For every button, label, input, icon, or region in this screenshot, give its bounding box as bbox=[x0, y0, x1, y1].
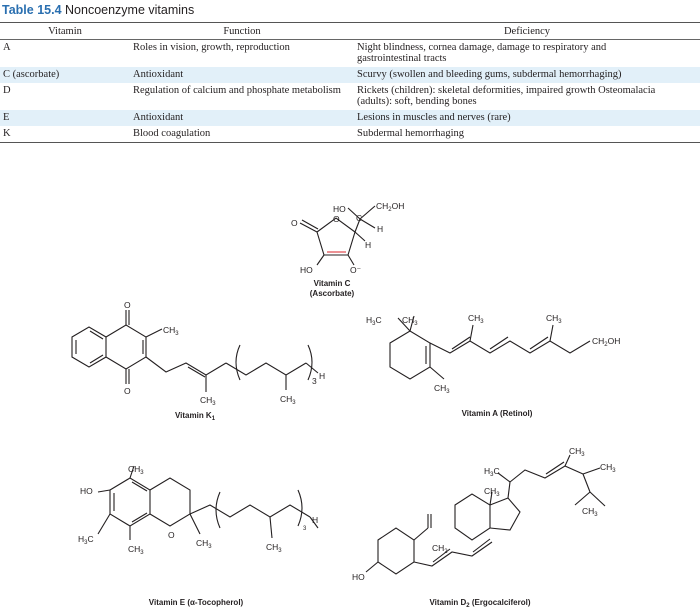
table-row: K Blood coagulation Subdermal hemorrhagi… bbox=[0, 126, 700, 143]
cell-function: Antioxidant bbox=[130, 110, 354, 126]
table-row: A Roles in vision, growth, reproduction … bbox=[0, 40, 700, 68]
cell-deficiency: Scurvy (swollen and bleeding gums, subde… bbox=[354, 67, 700, 83]
cell-vitamin: C (ascorbate) bbox=[0, 67, 130, 83]
vc-ch2oh: CH2OH bbox=[376, 201, 404, 213]
vc-ho-bottom: HO bbox=[300, 265, 313, 275]
va-h3c: H3C bbox=[366, 315, 382, 327]
vk-o-top: O bbox=[124, 300, 131, 310]
vitamin-k1-label: Vitamin K1 bbox=[175, 411, 216, 422]
vd-ch3-b: CH3 bbox=[600, 462, 616, 474]
vc-o-carbonyl: O bbox=[291, 218, 298, 228]
va-ch3-d: CH3 bbox=[546, 313, 562, 325]
ve-ho: HO bbox=[80, 486, 93, 496]
cell-function: Regulation of calcium and phosphate meta… bbox=[133, 85, 341, 96]
cell-deficiency: Subdermal hemorrhaging bbox=[354, 126, 700, 143]
vc-o-ring: O bbox=[333, 214, 340, 224]
vitamin-e-label: Vitamin E (α-Tocopherol) bbox=[149, 598, 244, 607]
vd-ch3-a: CH3 bbox=[569, 446, 585, 458]
vitamin-c-alt-label: (Ascorbate) bbox=[310, 289, 355, 298]
vk-ch3-2: CH3 bbox=[200, 395, 216, 407]
vitamin-k1-structure: O O CH3 CH3 CH3 3 H Vitamin K1 bbox=[71, 300, 325, 422]
vk-ch3-3: CH3 bbox=[280, 394, 296, 406]
vitamin-d2-label: Vitamin D2 (Ergocalciferol) bbox=[429, 598, 530, 609]
va-ch3-a: CH3 bbox=[402, 315, 418, 327]
table-row: E Antioxidant Lesions in muscles and ner… bbox=[0, 110, 700, 126]
vitamin-c-label: Vitamin C bbox=[314, 279, 351, 288]
cell-function: Roles in vision, growth, reproduction bbox=[133, 42, 290, 53]
vitamin-a-structure: H3C CH3 CH3 CH3 CH3 CH2OH Vitamin A (Ret… bbox=[366, 313, 620, 418]
ve-h: H bbox=[312, 515, 318, 525]
vc-ho-top: HO bbox=[333, 204, 346, 214]
vd-ch3-ring: CH3 bbox=[484, 486, 500, 498]
ve-ch3-c2: CH3 bbox=[196, 538, 212, 550]
ve-ch3-top: CH3 bbox=[128, 464, 144, 476]
vc-o-minus: O⁻ bbox=[350, 265, 361, 275]
vk-ch3: CH3 bbox=[163, 325, 179, 337]
ve-ch3-bottom: CH3 bbox=[128, 544, 144, 556]
header-deficiency: Deficiency bbox=[354, 22, 700, 40]
cell-vitamin: D bbox=[3, 85, 11, 96]
vitamin-c-structure: HO CH2OH C H H O O HO O⁻ Vitamin C (Asco… bbox=[291, 201, 404, 298]
cell-function: Blood coagulation bbox=[130, 126, 354, 143]
vk-subscript: 3 bbox=[312, 376, 317, 386]
vd-ch3-c: CH3 bbox=[582, 506, 598, 518]
va-ch3-c: CH3 bbox=[468, 313, 484, 325]
vc-h1: H bbox=[377, 224, 383, 234]
va-ch3-b: CH3 bbox=[434, 383, 450, 395]
vitamin-e-structure: CH3 HO H3C CH3 O CH3 CH3 3 H Vitamin E (… bbox=[78, 464, 319, 607]
header-vitamin: Vitamin bbox=[0, 22, 130, 40]
vitamin-a-label: Vitamin A (Retinol) bbox=[462, 409, 533, 418]
cell-function: Antioxidant bbox=[130, 67, 354, 83]
table-row: D Regulation of calcium and phosphate me… bbox=[0, 83, 700, 110]
cell-vitamin: E bbox=[0, 110, 130, 126]
vd-ho: HO bbox=[352, 572, 365, 582]
vc-c: C bbox=[356, 213, 362, 223]
cell-deficiency: Lesions in muscles and nerves (rare) bbox=[354, 110, 700, 126]
cell-deficiency: Rickets (children): skeletal deformities… bbox=[357, 85, 656, 107]
table-title: Table 15.4 Noncoenzyme vitamins bbox=[2, 3, 194, 17]
vitamin-d2-structure: HO CH2 CH3 H3C CH3 CH3 CH3 Vitamin D2 (E… bbox=[352, 446, 616, 609]
vd-ch2: CH2 bbox=[432, 543, 448, 555]
vc-h2: H bbox=[365, 240, 371, 250]
table-header-row: Vitamin Function Deficiency bbox=[0, 22, 700, 40]
header-function: Function bbox=[130, 22, 354, 40]
ve-subscript: 3 bbox=[303, 526, 307, 532]
ve-h3c: H3C bbox=[78, 534, 94, 546]
table-number: Table 15.4 bbox=[2, 3, 62, 17]
cell-vitamin: K bbox=[0, 126, 130, 143]
ve-o: O bbox=[168, 530, 175, 540]
vd-h3c: H3C bbox=[484, 466, 500, 478]
cell-deficiency: Night blindness, cornea damage, damage t… bbox=[357, 42, 607, 64]
vk-o-bottom: O bbox=[124, 386, 131, 396]
cell-vitamin: A bbox=[3, 42, 11, 53]
table-caption: Noncoenzyme vitamins bbox=[65, 3, 195, 17]
vk-h: H bbox=[319, 371, 325, 381]
va-ch2oh: CH2OH bbox=[592, 336, 620, 348]
table-row: C (ascorbate) Antioxidant Scurvy (swolle… bbox=[0, 67, 700, 83]
ve-ch3-tail: CH3 bbox=[266, 542, 282, 554]
vitamins-table: Vitamin Function Deficiency A Roles in v… bbox=[0, 22, 700, 143]
